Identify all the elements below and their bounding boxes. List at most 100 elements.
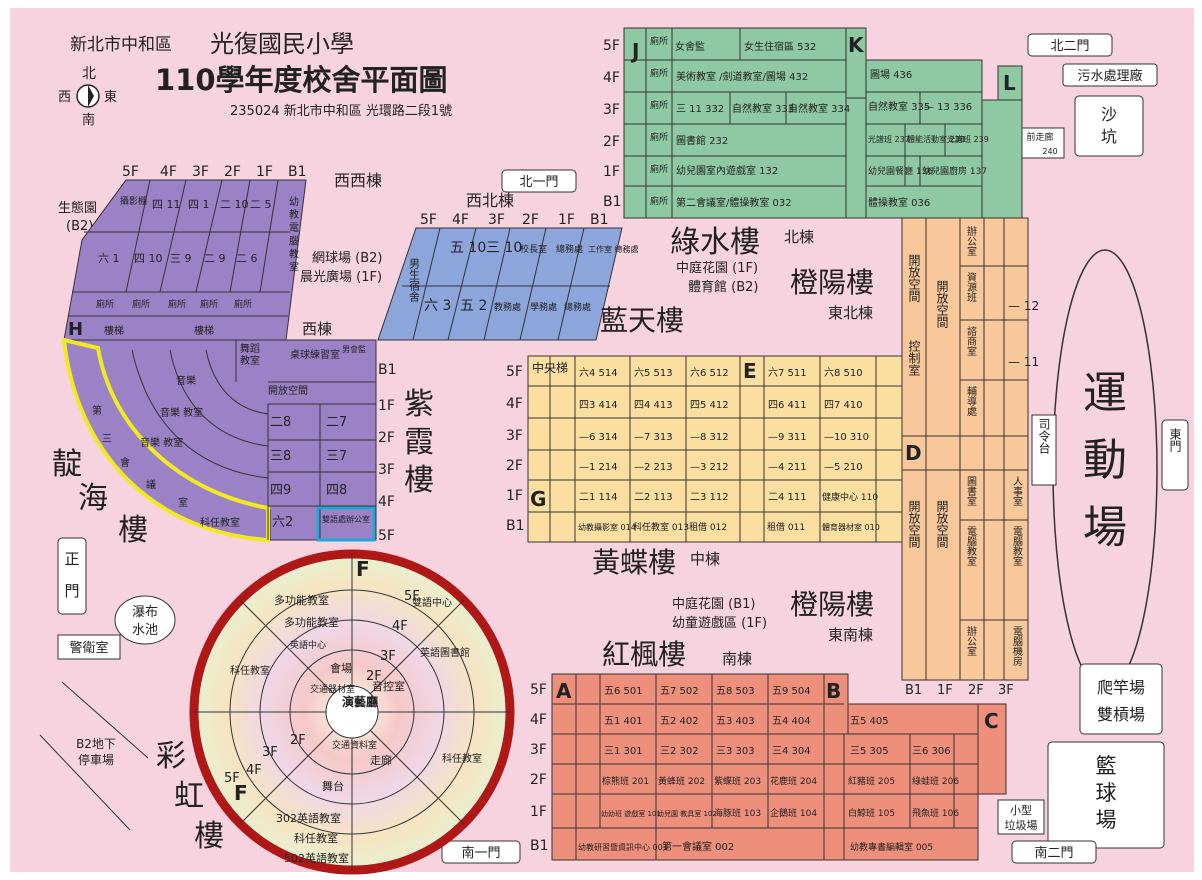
room-1-6: —6 314: [579, 432, 618, 443]
svg-text:籃: 籃: [1096, 754, 1117, 778]
room-art: 美術教室 /劍道教室/圖場 432: [676, 70, 808, 83]
garbage-area: 小型 垃圾場: [997, 799, 1045, 835]
svg-text:雙槓場: 雙槓場: [1097, 705, 1145, 724]
huangdie-building: E G 中央梯 5F 4F 3F 2F 1F B1 六4 514 六5 513 …: [506, 355, 903, 543]
green-restroom-3f: 廁所: [650, 99, 668, 111]
room-1-13: — 13 336: [924, 102, 972, 113]
tennis-court: 網球場 (B2): [312, 251, 382, 266]
bilingual-office-highlight: [316, 506, 376, 542]
caihong-building: 演藝廳 音控室 會場 交通資料室 交通器材室 走廊 舞台 多功能教室 多功能教室…: [189, 549, 515, 875]
room-6-4: 六4 514: [579, 367, 618, 379]
room-502-english: 502英語教室: [284, 851, 349, 865]
room-2-4: 二4 111: [768, 492, 807, 503]
compass: 北 西 東 南: [58, 66, 117, 128]
room-general-affairs-2: 總務處: [564, 301, 591, 313]
svg-text:北二門: 北二門: [1050, 39, 1089, 54]
room-principal: 校長室: [520, 243, 547, 255]
zixia-name-1: 紫: [404, 387, 434, 422]
stair-letter-g: G: [530, 487, 546, 511]
traffic-equipment-room: 交通器材室: [310, 683, 355, 695]
east-gate: 東門: [1161, 419, 1189, 491]
main-gate: 正 門: [57, 537, 87, 615]
meeting-hall: 會場: [330, 661, 352, 675]
room-4-8: 四8: [326, 483, 347, 498]
room-3-3: 三3 303: [716, 746, 755, 757]
sound-control-room: 音控室: [372, 679, 405, 693]
room-2-2: 二2 113: [634, 492, 673, 503]
stair-letter-k: K: [848, 33, 865, 57]
room-6-3: 六 3: [424, 298, 451, 314]
caihong-name-3: 樓: [194, 819, 224, 854]
room-005: 幼教專書編輯室 005: [850, 841, 933, 853]
room-4-6: 四6 411: [768, 400, 807, 411]
room-4-1: 四 1: [188, 198, 210, 211]
svg-text:司令台: 司令台: [1037, 418, 1051, 454]
compass-west: 西: [58, 90, 71, 105]
green-floor-4f: 4F: [603, 70, 620, 86]
room-dance-2: 教室: [240, 354, 260, 367]
room-436: 圖場 436: [870, 68, 912, 81]
morning-plaza: 晨光廣場 (1F): [300, 270, 382, 285]
svg-text:坑: 坑: [1101, 127, 1117, 146]
room-2-5: 二 5: [250, 198, 272, 211]
gymnasium: 體育館 (B2): [688, 279, 758, 295]
meeting-3-b: 三: [102, 434, 112, 445]
svg-text:B2地下: B2地下: [76, 737, 116, 751]
green-restroom-4f: 廁所: [650, 67, 668, 79]
room-302-english: 302英語教室: [276, 811, 341, 825]
room-personnel: 人事室: [1011, 476, 1023, 506]
room-science-333: 自然教室 333: [732, 102, 794, 115]
room-6-6: 六6 512: [690, 367, 729, 379]
stair-letter-fb: F: [234, 781, 248, 805]
room-4-10: 四 10: [134, 252, 163, 265]
room-4-9: 四9: [270, 483, 291, 498]
circle-floor-4f-b: 4F: [246, 763, 262, 778]
traffic-data-room: 交通資料室: [332, 739, 377, 751]
svg-text:沙: 沙: [1101, 105, 1117, 124]
svg-text:小型: 小型: [1010, 803, 1032, 817]
corridor-240: 前走廊 240: [1021, 127, 1065, 159]
zixia-name-2: 霞: [404, 425, 434, 460]
red-floor-b1: B1: [530, 838, 549, 854]
kids-play-area: 幼童遊戲區 (1F): [672, 615, 767, 631]
meeting-3-a: 第: [92, 404, 102, 417]
room-kinder-computer: 幼 教 電 腦 教 室: [287, 195, 299, 272]
room-subject-east: 科任教室: [442, 752, 482, 765]
svg-text:東門: 東門: [1168, 428, 1182, 452]
svg-text:前走廊: 前走廊: [1026, 131, 1053, 143]
room-health: 健康中心 110: [822, 491, 878, 503]
hongfeng-name: 紅楓樓: [602, 638, 686, 671]
west-restroom-2: 廁所: [132, 298, 150, 310]
room-2-7: 二7: [326, 415, 347, 430]
yellow-floor-4f: 4F: [506, 396, 523, 412]
room-1-5: —5 210: [824, 462, 863, 473]
xixi-name: 西西棟: [334, 171, 382, 190]
xixi-floor-3f: 3F: [192, 164, 209, 180]
address-text: 235024 新北市中和區 光環路二段1號: [230, 103, 452, 119]
zixia-name-3: 樓: [404, 463, 434, 498]
room-3-10: 三 10: [486, 240, 522, 256]
stair-letter-d: D: [905, 441, 922, 465]
room-5-8: 五8 503: [716, 686, 755, 697]
room-meeting-2: 第二會議室/體操教室 032: [676, 196, 792, 209]
svg-text:警衛室: 警衛室: [69, 640, 108, 656]
stage: 舞台: [322, 779, 344, 793]
school-name: 光復國民小學: [210, 30, 354, 58]
stair-letter-e: E: [743, 359, 757, 383]
room-general-affairs: 總務處: [556, 243, 583, 255]
room-103: 海豚班 103: [714, 807, 761, 819]
room-5-1: 五1 401: [604, 716, 643, 727]
chengyang-ne-sub: 東北棟: [828, 304, 873, 322]
room-5-2: 五 2: [460, 298, 487, 314]
stair-letter-j: J: [630, 39, 639, 63]
green-restroom-2f: 廁所: [650, 131, 668, 143]
orange-open-space-lower: 開放空間: [907, 500, 921, 548]
map-title: 110學年度校舍平面圖: [155, 63, 448, 97]
circle-floor-5f-b: 5F: [224, 771, 240, 786]
green-restroom-1f: 廁所: [650, 163, 668, 175]
orange-floor-1f: 1F: [937, 683, 953, 698]
room-3-11: 三 11 332: [676, 104, 724, 115]
room-girls-supervisor: 女舍監: [675, 40, 705, 53]
green-floor-3f: 3F: [603, 102, 620, 118]
room-001: 幼教研習暨資訊中心 001: [578, 842, 668, 852]
